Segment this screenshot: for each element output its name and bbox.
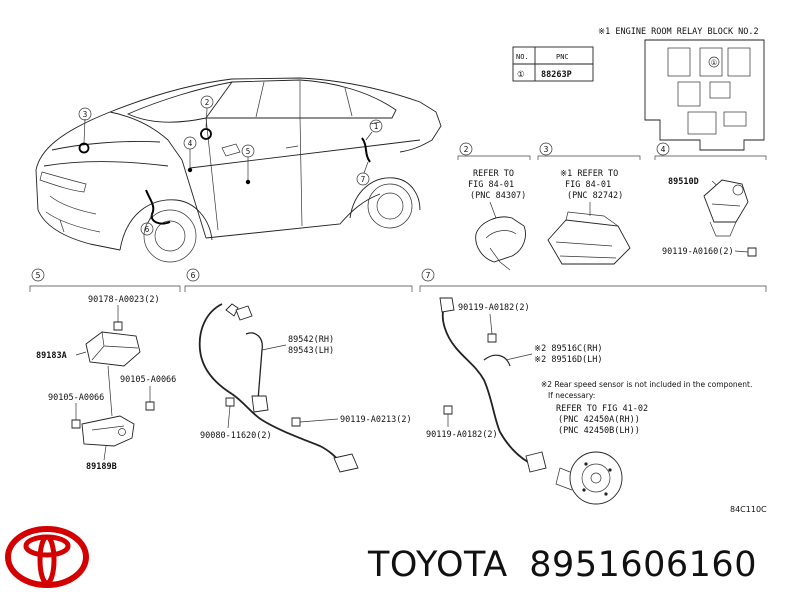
section-7: 7 90119-A0182(2) ※2 89516C(RH) ※2 89516D… xyxy=(419,268,767,514)
car-callout-3: 3 xyxy=(83,110,88,119)
table-header-no: NO. xyxy=(516,53,529,61)
section-5-part-5: 89189B xyxy=(86,462,117,472)
section-5-number: 5 xyxy=(36,271,41,280)
section-6-part-lh: 89543(LH) xyxy=(288,346,334,356)
section-3-number: 3 xyxy=(544,145,549,154)
section-7-refer-2: (PNC 42450A(RH)) xyxy=(558,415,640,425)
section-7-part-lh: ※2 89516D(LH) xyxy=(534,355,603,365)
section-3-line-1: ※1 REFER TO xyxy=(560,169,618,179)
section-6-number: 6 xyxy=(191,271,196,280)
section-4-number: 4 xyxy=(661,145,666,154)
section-5-part-3: 90105-A0066 xyxy=(120,375,176,385)
section-5-part-2: 89183A xyxy=(36,351,67,361)
section-6-part-bolt-1: 90080-11620(2) xyxy=(200,431,272,441)
section-4-part-bolt: 90119-A0160(2) xyxy=(662,247,734,257)
car-callout-4: 4 xyxy=(188,139,193,148)
section-3: 3 ※1 REFER TO FIG 84-01 (PNC 82742) xyxy=(537,142,641,265)
section-2-line-2: FIG 84-01 xyxy=(468,180,514,190)
section-6: 6 89542(RH) 89543(LH) 90080-11620(2) 901… xyxy=(184,268,413,473)
section-2: 2 REFER TO FIG 84-01 (PNC 84307) xyxy=(457,142,531,271)
car-callout-5: 5 xyxy=(246,147,251,156)
section-2-line-1: REFER TO xyxy=(473,169,514,179)
car-callout-6: 6 xyxy=(145,225,150,234)
section-6-part-rh: 89542(RH) xyxy=(288,335,334,345)
section-4-part-main: 89510D xyxy=(668,177,699,187)
section-5: 5 90178-A0023(2) 89183A 90105-A0066 9010… xyxy=(29,268,181,472)
section-7-part-rh: ※2 89516C(RH) xyxy=(534,344,603,354)
section-7-refer-3: (PNC 42450B(LH)) xyxy=(558,426,640,436)
car-callout-7: 7 xyxy=(361,175,366,184)
brand-footer: TOYOTA 8951606160 xyxy=(368,545,788,585)
car-callout-1: 1 xyxy=(374,122,379,131)
section-7-note-1: ※2 Rear speed sensor is not included in … xyxy=(541,380,752,389)
car-illustration: 3 2 4 5 6 7 1 xyxy=(35,77,442,263)
section-7-number: 7 xyxy=(426,271,431,280)
relay-block-title: ※1 ENGINE ROOM RELAY BLOCK NO.2 xyxy=(598,27,759,37)
figure-code: 84C110C xyxy=(730,505,767,514)
section-4: 4 89510D 90119-A0160(2) xyxy=(654,142,767,257)
toyota-logo-icon xyxy=(5,526,89,588)
relay-callout-1: ① xyxy=(711,58,718,67)
car-callout-2: 2 xyxy=(205,98,210,107)
section-5-part-4: 90105-A0066 xyxy=(48,393,104,403)
table-header-pnc: PNC xyxy=(556,53,569,61)
section-6-part-bolt-2: 90119-A0213(2) xyxy=(340,415,412,425)
section-3-line-2: FIG 84-01 xyxy=(565,180,611,190)
section-7-part-4: 90119-A0182(2) xyxy=(426,430,498,440)
table-cell-pnc: 88263P xyxy=(541,70,572,80)
brand-part-number: 8951606160 xyxy=(529,545,757,585)
section-7-part-1: 90119-A0182(2) xyxy=(458,303,530,313)
section-7-note-2: If necessary: xyxy=(548,391,595,400)
section-2-number: 2 xyxy=(464,145,469,154)
section-7-refer-1: REFER TO FIG 41-02 xyxy=(556,404,648,414)
section-2-line-3: (PNC 84307) xyxy=(470,191,526,201)
brand-name: TOYOTA xyxy=(368,545,508,585)
table-cell-no: ① xyxy=(517,70,525,80)
section-3-line-3: (PNC 82742) xyxy=(567,191,623,201)
section-5-part-1: 90178-A0023(2) xyxy=(88,295,160,305)
relay-block-section: ※1 ENGINE ROOM RELAY BLOCK NO.2 NO. PNC … xyxy=(512,27,765,151)
